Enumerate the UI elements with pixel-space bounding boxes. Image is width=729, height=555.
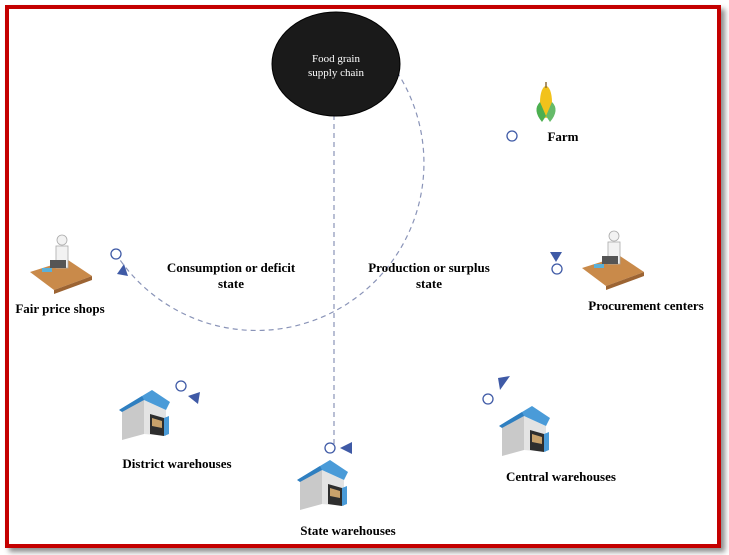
path-arrows	[117, 252, 562, 454]
node-label-central: Central warehouses	[506, 469, 616, 484]
production-label-line2: state	[416, 276, 442, 291]
path-markers	[110, 130, 563, 454]
consumption-label-line1: Consumption or deficit	[167, 260, 296, 275]
node-label-farm: Farm	[547, 129, 578, 144]
node-label-state: State warehouses	[300, 523, 395, 538]
arrow-icon	[498, 376, 510, 390]
center-node	[271, 11, 401, 117]
consumption-label-line2: state	[218, 276, 244, 291]
arrow-icon	[188, 392, 200, 404]
production-label-line1: Production or surplus	[368, 260, 490, 275]
marker-central	[482, 393, 494, 405]
marker-state	[324, 442, 336, 454]
corn-icon	[536, 82, 556, 122]
arrow-icon	[340, 442, 352, 454]
center-label-line2: supply chain	[308, 67, 364, 79]
arrow-icon	[550, 252, 562, 262]
node-label-district: District warehouses	[122, 456, 231, 471]
desk-worker-icon	[581, 230, 645, 291]
desk-worker-icon	[29, 234, 93, 295]
supply-chain-path	[115, 71, 425, 331]
arrow-icon	[117, 264, 128, 276]
warehouse-icon	[119, 390, 170, 440]
marker-district	[175, 380, 187, 392]
warehouse-icon	[499, 406, 550, 456]
warehouse-icon	[297, 460, 348, 510]
node-label-procurement: Procurement centers	[588, 298, 703, 313]
center-label-line1: Food grain	[312, 53, 360, 65]
marker-farm	[506, 130, 518, 142]
marker-procurement	[551, 263, 563, 275]
node-label-fair-price: Fair price shops	[15, 301, 104, 316]
marker-fair-price	[110, 248, 122, 260]
